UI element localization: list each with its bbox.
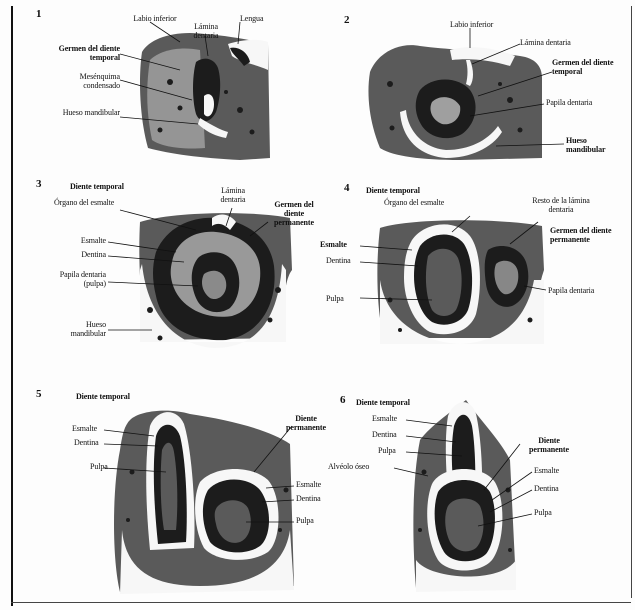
label-pulpa: Pulpa [326,294,366,303]
label-hueso-mandibular: Hueso mandibular [60,108,120,117]
frame-bottom-border [11,602,631,603]
label-germen-permanente: Germen del diente permanente [270,200,318,227]
label-diente-temporal: Diente temporal [366,186,456,195]
label-mesenquima: Mesénquima condensado [50,72,120,90]
label-esmalte: Esmalte [372,414,406,423]
label-hueso-mandibular: Hueso mandibular [566,136,626,154]
label-dentina: Dentina [372,430,406,439]
label-pulpa: Pulpa [90,462,124,471]
label-hueso-mandibular: Hueso mandibular [56,320,106,338]
panel-2: 2 Labio inferior Lámina dentaria Germen … [320,0,635,170]
label-lengua: Lengua [240,14,280,23]
label-pulpa-permanente: Pulpa [534,508,574,517]
label-lamina-dentaria: Lámina dentaria [212,186,254,204]
label-resto-lamina: Resto de la lámina dentaria [522,196,600,214]
panel-1-illustration [0,0,320,170]
label-germen-permanente: Germen del diente permanente [550,226,620,244]
panel-5: 5 Diente temporal Esmalte Dentina Pulpa … [0,380,320,602]
label-organo-esmalte: Órgano del esmalte [54,198,174,207]
label-lamina-dentaria: Lámina dentaria [520,38,610,47]
label-esmalte: Esmalte [72,424,106,433]
label-esmalte-permanente: Esmalte [534,466,574,475]
label-dentina-permanente: Dentina [534,484,574,493]
label-diente-permanente: Diente permanente [520,436,578,454]
label-lamina-dentaria: Lámina dentaria [186,22,226,40]
label-dentina: Dentina [74,438,108,447]
label-diente-temporal: Diente temporal [356,398,446,407]
panel-3: 3 Diente temporal Órgano del esmalte Lám… [0,170,320,380]
label-pulpa: Pulpa [378,446,406,455]
panel-1: 1 Labio inferior Lámina dentaria Lengua … [0,0,320,170]
panel-5-illustration [0,380,320,602]
label-dentina: Dentina [326,256,366,265]
panel-6-illustration [320,380,635,602]
label-papila-dentaria: Papila dentaria [548,286,608,295]
label-diente-temporal: Diente temporal [76,392,156,401]
panel-4: 4 Diente temporal Órgano del esmalte Res… [320,170,635,380]
label-dentina: Dentina [60,250,106,259]
label-organo-esmalte: Órgano del esmalte [384,198,504,207]
label-esmalte: Esmalte [320,240,360,249]
label-papila-pulpa: Papila dentaria (pulpa) [56,270,106,288]
label-diente-temporal: Diente temporal [70,182,160,191]
panel-6: 6 Diente temporal Esmalte Dentina Pulpa … [320,380,635,602]
label-papila-dentaria: Papila dentaria [546,98,626,107]
label-labio-inferior: Labio inferior [126,14,184,23]
label-labio-inferior: Labio inferior [450,20,540,29]
label-germen-temporal: Germen del diente temporal [552,58,632,76]
label-esmalte: Esmalte [60,236,106,245]
label-germen-temporal: Germen del diente temporal [44,44,120,62]
label-alveolo-oseo: Alvéolo óseo [328,462,394,471]
